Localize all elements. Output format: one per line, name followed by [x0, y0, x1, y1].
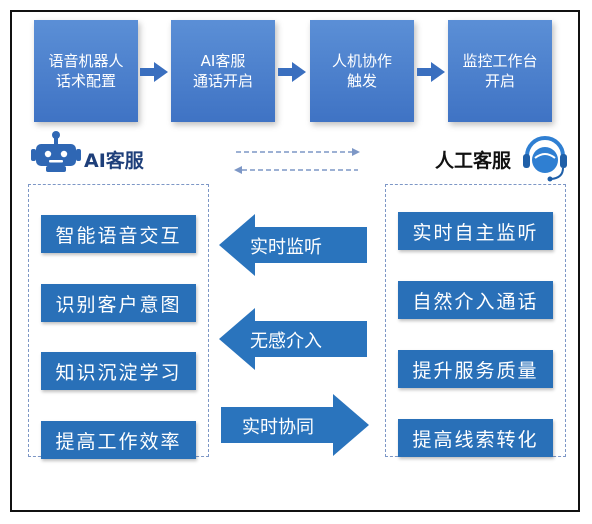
left-arrow-monitor — [219, 214, 367, 276]
human-item-2: 自然介入通话 — [398, 281, 553, 319]
ai-item-2: 识别客户意图 — [41, 284, 196, 322]
left-arrow-intervene — [219, 308, 367, 370]
ai-item-3: 知识沉淀学习 — [41, 352, 196, 390]
human-item-3: 提升服务质量 — [398, 350, 553, 388]
bidirectional-dashed-arrows — [234, 148, 360, 174]
headset-agent-icon — [523, 136, 567, 182]
flow-step-2: AI客服 通话开启 — [171, 20, 275, 122]
ai-service-title: AI客服 — [84, 150, 144, 172]
ai-item-4: 提高工作效率 — [41, 421, 196, 459]
flow-arrow-3 — [417, 62, 445, 82]
right-arrow-collaborate — [221, 394, 369, 456]
flow-step-3: 人机协作 触发 — [310, 20, 414, 122]
arrow-label-monitor: 实时监听 — [250, 237, 322, 258]
arrow-label-intervene: 无感介入 — [250, 331, 322, 352]
human-service-title: 人工客服 — [435, 150, 512, 172]
robot-icon — [31, 131, 81, 172]
flow-arrow-2 — [278, 62, 306, 82]
arrow-label-collaborate: 实时协同 — [242, 417, 314, 438]
human-item-4: 提高线索转化 — [398, 419, 553, 457]
human-item-1: 实时自主监听 — [398, 212, 553, 250]
ai-item-1: 智能语音交互 — [41, 215, 196, 253]
flow-step-4: 监控工作台 开启 — [448, 20, 552, 122]
flow-arrow-1 — [140, 62, 168, 82]
flow-step-1: 语音机器人 话术配置 — [34, 20, 138, 122]
